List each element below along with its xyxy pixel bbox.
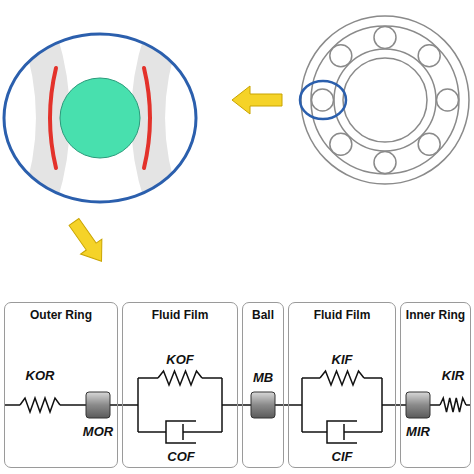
damping-label: COF [167, 449, 194, 464]
stiffness-label: KOF [166, 352, 193, 367]
panel-title: Outer Ring [5, 308, 117, 322]
zoom-view [34, 20, 168, 216]
mass-label: MIR [406, 424, 430, 439]
stiffness-label: KOR [26, 368, 55, 383]
damping-label: CIF [332, 449, 353, 464]
highlight [300, 81, 346, 119]
pointer-arrow [232, 86, 282, 114]
stiffness-label: KIF [332, 352, 353, 367]
ring-panel: Outer Ring [4, 302, 118, 468]
stiffness-label: KIR [442, 368, 464, 383]
film-panel: Fluid Film [288, 302, 396, 468]
ball-panel: Ball [242, 302, 284, 468]
zoom-outline [4, 34, 196, 202]
mass-label: MB [253, 370, 273, 385]
mass-symbol [86, 392, 430, 418]
fluid-film [50, 68, 56, 168]
film-panel: Fluid Film [122, 302, 238, 468]
panel-title: Fluid Film [289, 308, 395, 322]
panel-title: Fluid Film [123, 308, 237, 322]
bearing-balls [312, 27, 459, 174]
ring-panel: Inner Ring [400, 302, 471, 468]
pointer-arrow [63, 215, 112, 269]
ball [60, 78, 140, 158]
bearing [301, 16, 469, 184]
fluid-film [144, 68, 150, 168]
panel-title: Ball [243, 308, 283, 322]
mass-label: MOR [83, 424, 113, 439]
panel-title: Inner Ring [401, 308, 470, 322]
